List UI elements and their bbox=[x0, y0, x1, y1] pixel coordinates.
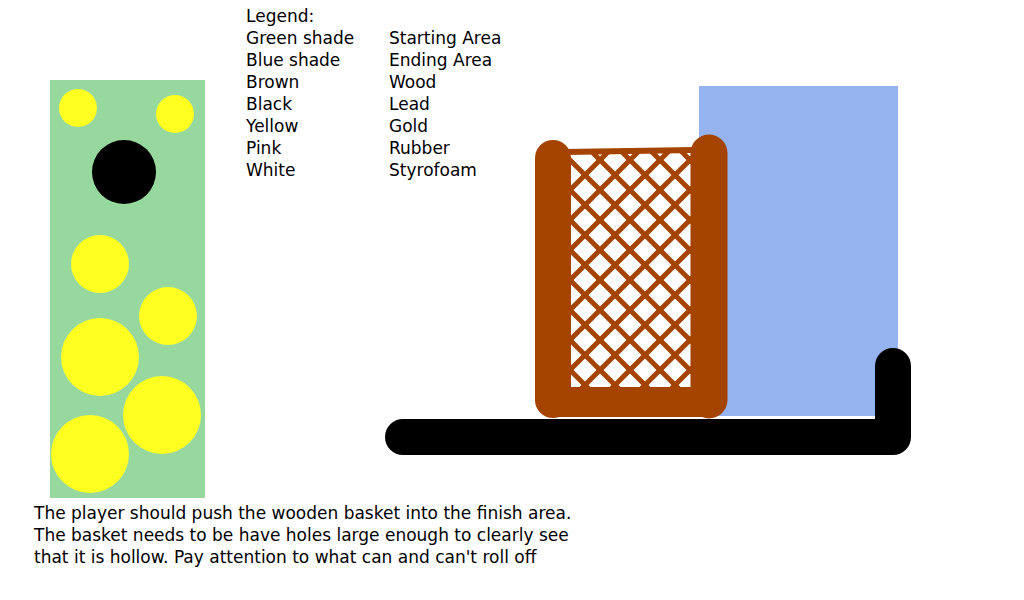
gold-ball bbox=[59, 89, 97, 127]
legend-value: Gold bbox=[389, 115, 428, 137]
lead-ball bbox=[92, 140, 156, 204]
legend-key: Yellow bbox=[246, 115, 298, 137]
legend-key: Green shade bbox=[246, 27, 354, 49]
legend-key: Blue shade bbox=[246, 49, 340, 71]
legend-heading: Legend: bbox=[246, 5, 314, 27]
legend-value: Styrofoam bbox=[389, 159, 477, 181]
legend-key: Black bbox=[246, 93, 292, 115]
gold-ball bbox=[61, 318, 139, 396]
legend-key: Brown bbox=[246, 71, 299, 93]
starting-area bbox=[50, 80, 205, 498]
ending-area bbox=[699, 86, 898, 416]
legend-key: White bbox=[246, 159, 295, 181]
legend-value: Ending Area bbox=[389, 49, 492, 71]
legend-value: Rubber bbox=[389, 137, 450, 159]
lead-floor bbox=[403, 366, 893, 437]
legend-value: Wood bbox=[389, 71, 436, 93]
gold-ball bbox=[139, 287, 197, 345]
gold-ball bbox=[71, 235, 129, 293]
legend-value: Starting Area bbox=[389, 27, 501, 49]
legend-key: Pink bbox=[246, 137, 281, 159]
instruction-note: The player should push the wooden basket… bbox=[34, 502, 582, 568]
gold-ball bbox=[51, 415, 129, 493]
wooden-basket bbox=[350, 150, 940, 402]
gold-ball bbox=[123, 376, 201, 454]
legend-value: Lead bbox=[389, 93, 430, 115]
gold-ball bbox=[156, 95, 194, 133]
